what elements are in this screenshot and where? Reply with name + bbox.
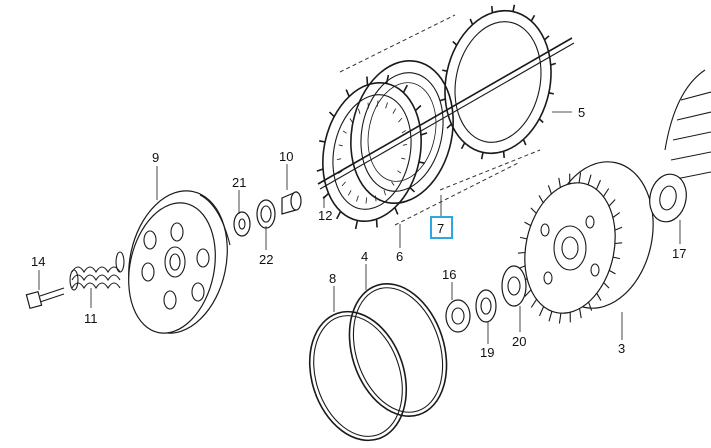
part-9-pressure-plate xyxy=(128,190,231,334)
label-part-5: 5 xyxy=(578,105,585,120)
part-labels: 9 14 11 21 22 10 12 6 7 5 8 4 16 19 20 3… xyxy=(31,105,686,360)
pushrod xyxy=(317,37,575,190)
label-part-21: 21 xyxy=(232,175,246,190)
part-17-washer xyxy=(649,173,687,223)
label-part-14: 14 xyxy=(31,254,45,269)
part-6-clutch-plate xyxy=(316,74,428,230)
label-part-17: 17 xyxy=(672,246,686,261)
label-part-8: 8 xyxy=(329,271,336,286)
part-21-washer xyxy=(233,211,251,237)
label-part-16: 16 xyxy=(442,267,456,282)
part-19-washer xyxy=(475,289,497,323)
part-3-clutch-center xyxy=(517,161,654,324)
label-part-4: 4 xyxy=(361,249,368,264)
label-part-11: 11 xyxy=(84,311,98,326)
label-part-22: 22 xyxy=(259,252,273,267)
part-20-lockwasher xyxy=(501,265,527,307)
part-10-lifter xyxy=(281,191,302,215)
part-4-oring xyxy=(348,282,448,418)
label-part-6: 6 xyxy=(396,249,403,264)
part-7-friction-disc xyxy=(350,60,454,204)
part-8-oring xyxy=(308,310,408,442)
leader-lines xyxy=(38,111,681,344)
label-part-19: 19 xyxy=(480,345,494,360)
highlight-box-part-7 xyxy=(430,216,453,239)
label-part-20: 20 xyxy=(512,334,526,349)
part-14-bolt xyxy=(25,287,65,310)
part-16-nut xyxy=(445,299,471,333)
part-5-clutch-plate xyxy=(439,4,557,160)
label-part-3: 3 xyxy=(618,341,625,356)
label-part-7: 7 xyxy=(437,221,444,236)
plate-stack-guides xyxy=(339,14,541,226)
label-part-9: 9 xyxy=(152,150,159,165)
label-part-10: 10 xyxy=(279,149,293,164)
label-part-12: 12 xyxy=(318,208,332,223)
part-11-spring xyxy=(69,251,125,291)
part-22-bearing xyxy=(256,199,276,229)
clutch-outer-fragment xyxy=(664,69,711,181)
